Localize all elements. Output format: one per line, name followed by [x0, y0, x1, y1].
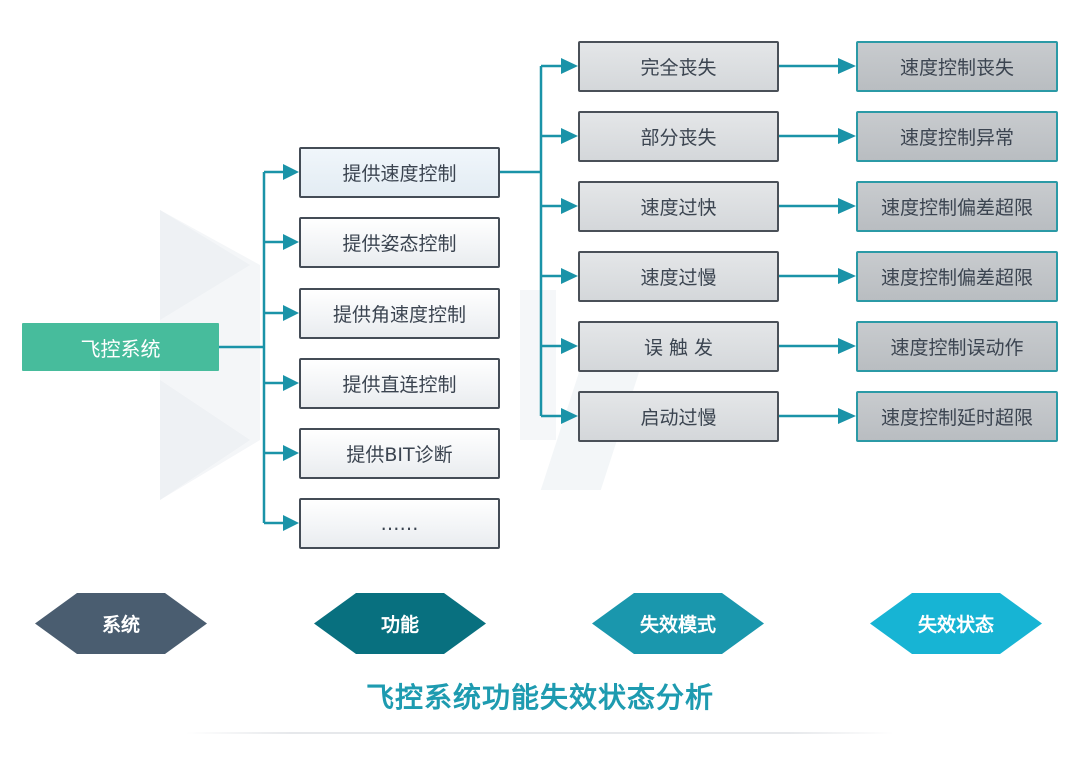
function-node-more: ……	[299, 498, 500, 549]
failure-mode-node-partial-loss: 部分丧失	[578, 111, 779, 162]
arrow-head	[838, 58, 856, 74]
failure-mode-label: 启动过慢	[640, 407, 717, 429]
arrow-head	[561, 268, 578, 284]
arrow-head	[838, 338, 856, 354]
failure-state-label: 速度控制偏差超限	[880, 267, 1033, 289]
failure-state-node-delay-exceeded: 速度控制延时超限	[856, 391, 1058, 442]
arrow-head	[283, 375, 299, 391]
legend-item-failure-state: 失效状态	[870, 593, 1042, 654]
failure-state-label: 速度控制延时超限	[880, 407, 1033, 429]
arrow-head	[561, 198, 578, 214]
failure-state-node-deviation-exceeded-1: 速度控制偏差超限	[856, 181, 1058, 232]
arrow-head	[561, 58, 578, 74]
failure-state-label: 速度控制异常	[899, 127, 1014, 149]
arrow-head	[838, 128, 856, 144]
failure-mode-node-false-trigger: 误 触 发	[578, 321, 779, 372]
legend-label: 功能	[380, 614, 419, 636]
failure-state-node-deviation-exceeded-2: 速度控制偏差超限	[856, 251, 1058, 302]
legend-label: 失效状态	[917, 614, 994, 636]
arrow-head	[283, 234, 299, 250]
arrow-head	[283, 515, 299, 531]
function-node-speed-control: 提供速度控制	[299, 147, 500, 198]
legend-item-failure-mode: 失效模式	[592, 593, 764, 654]
function-node-direct-control: 提供直连控制	[299, 358, 500, 409]
failure-mode-label: 误 触 发	[643, 337, 714, 359]
arrow-head	[838, 268, 856, 284]
hexagon-shape	[870, 593, 1042, 654]
function-node-label: 提供速度控制	[342, 163, 457, 185]
arrow-head	[283, 164, 299, 180]
function-node-label: 提供BIT诊断	[346, 444, 453, 466]
failure-state-node-misoperation: 速度控制误动作	[856, 321, 1058, 372]
failure-mode-node-too-fast: 速度过快	[578, 181, 779, 232]
failure-state-label: 速度控制误动作	[890, 337, 1024, 359]
failure-mode-label: 部分丧失	[640, 127, 717, 149]
function-node-attitude-control: 提供姿态控制	[299, 217, 500, 268]
arrow-head	[561, 338, 578, 354]
failure-mode-node-too-slow: 速度过慢	[578, 251, 779, 302]
arrow-head	[838, 198, 856, 214]
failure-state-node-control-loss: 速度控制丧失	[856, 41, 1058, 92]
function-node-label: 提供姿态控制	[342, 233, 457, 255]
hexagon-shape	[35, 593, 207, 654]
failure-mode-label: 速度过慢	[640, 267, 717, 289]
failure-state-label: 速度控制偏差超限	[880, 197, 1033, 219]
legend-item-function: 功能	[314, 593, 486, 654]
arrow-head	[283, 445, 299, 461]
function-node-label: ……	[380, 512, 419, 535]
failure-state-node-control-abnormal: 速度控制异常	[856, 111, 1058, 162]
legend-label: 失效模式	[639, 614, 716, 636]
root-node-label: 飞控系统	[80, 336, 161, 361]
arrow-head	[283, 305, 299, 321]
hexagon-shape	[592, 593, 764, 654]
failure-mode-node-slow-start: 启动过慢	[578, 391, 779, 442]
arrow-head	[838, 408, 856, 424]
arrow-head	[561, 128, 578, 144]
function-node-label: 提供角速度控制	[332, 304, 466, 326]
failure-mode-node-total-loss: 完全丧失	[578, 41, 779, 92]
function-node-bit-diagnosis: 提供BIT诊断	[299, 428, 500, 479]
root-node-flight-control-system: 飞控系统	[22, 323, 219, 371]
legend-label: 系统	[101, 614, 140, 636]
failure-state-label: 速度控制丧失	[899, 57, 1014, 79]
failure-mode-label: 完全丧失	[640, 57, 717, 79]
function-node-label: 提供直连控制	[342, 374, 457, 396]
legend-item-system: 系统	[35, 593, 207, 654]
function-node-angular-rate-control: 提供角速度控制	[299, 288, 500, 339]
failure-mode-label: 速度过快	[640, 197, 717, 219]
divider	[186, 732, 894, 734]
hexagon-shape	[314, 593, 486, 654]
diagram-title: 飞控系统功能失效状态分析	[365, 681, 714, 714]
arrow-head	[561, 408, 578, 424]
